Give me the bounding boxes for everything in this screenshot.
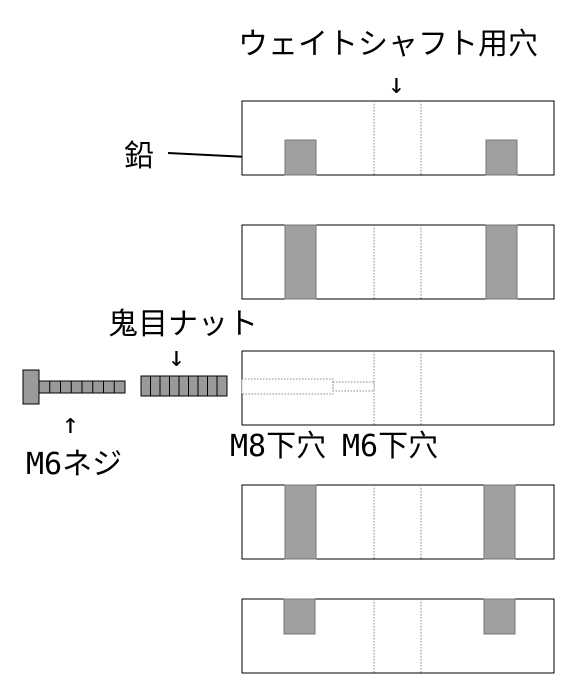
board-5 <box>241 598 555 674</box>
demon-nut-arrow: ↓ <box>168 340 185 373</box>
m6-pilot-hole-label: M6下穴 <box>342 429 439 464</box>
board-4 <box>241 484 555 560</box>
demon-nut <box>140 375 228 397</box>
m6-screw-head <box>22 369 40 405</box>
board-5-lead-right <box>483 598 516 635</box>
board-1-lead-left <box>284 139 317 176</box>
m8-pilot-hole <box>241 378 334 395</box>
weight-shaft-hole-arrow: ↓ <box>388 67 405 100</box>
m6-screw-arrow: ↑ <box>62 407 79 440</box>
m6-screw-label: M6ネジ <box>26 447 123 482</box>
board-1 <box>241 100 555 176</box>
m6-pilot-hole <box>332 381 375 392</box>
board-3 <box>241 350 555 426</box>
m8-pilot-hole-label: M8下穴 <box>230 429 327 464</box>
board-5-lead-left <box>283 598 316 635</box>
demon-nut-label: 鬼目ナット <box>108 307 258 342</box>
demon-nut-body <box>140 375 228 397</box>
board-2-lead-left <box>284 224 317 300</box>
board-2-lead-right <box>485 224 518 300</box>
board-4-lead-left <box>284 484 317 560</box>
board-4-lead-right <box>483 484 516 560</box>
m6-screw <box>22 369 126 405</box>
board-1-lead-right <box>485 139 518 176</box>
weight-shaft-hole-label: ウェイトシャフト用穴 <box>238 27 538 62</box>
board-2 <box>241 224 555 300</box>
lead-label: 鉛 <box>124 139 154 174</box>
